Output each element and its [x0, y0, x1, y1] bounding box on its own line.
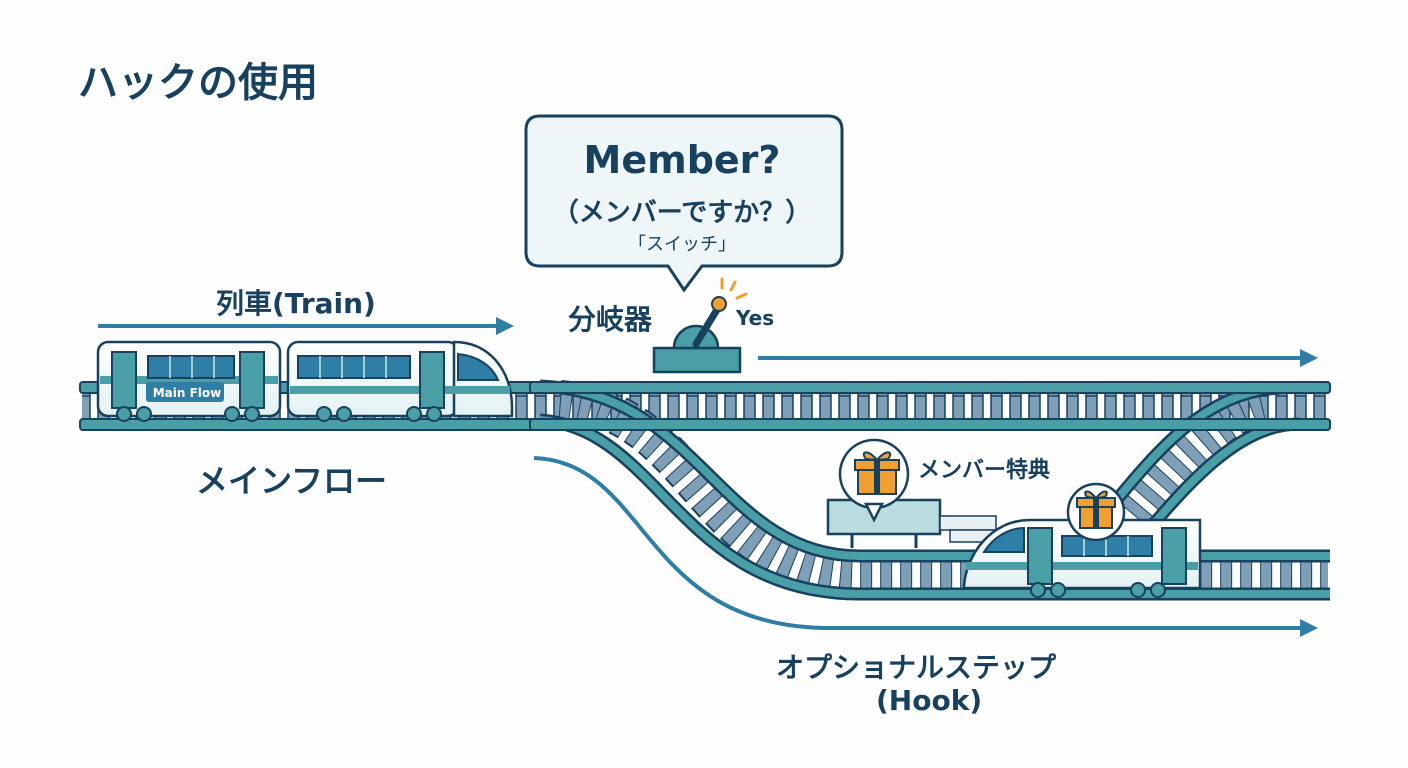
- switch-lever-icon: [652, 277, 748, 374]
- train-direction-arrow: [98, 317, 514, 335]
- speech-bubble: [524, 114, 844, 293]
- hook-flow-arrow: [533, 456, 1318, 637]
- bubble-question: Member?: [583, 138, 781, 182]
- bubble-question-ja: （メンバーですか？）: [552, 198, 812, 228]
- bubble-note: 「スイッチ」: [628, 234, 736, 255]
- train-icon: [96, 340, 514, 422]
- hook-branch-track: [529, 379, 1331, 601]
- switch-label: 分岐器: [568, 303, 653, 336]
- main-flow-arrow: [758, 349, 1318, 367]
- hook-label: (Hook): [876, 684, 983, 717]
- page-title: ハックの使用: [78, 60, 318, 106]
- lever-yes-label: Yes: [736, 306, 775, 330]
- switch-question-bubble: Member? （メンバーですか？） 「スイッチ」: [524, 116, 840, 264]
- member-perk-label: メンバー特典: [918, 458, 1051, 483]
- main-flow-label: メインフロー: [196, 462, 388, 500]
- optional-step-label: オプショナルステップ: [776, 651, 1057, 684]
- train-badge: Main Flow: [152, 386, 222, 400]
- gift-icon: [838, 438, 910, 523]
- train-label: 列車(Train): [216, 287, 376, 320]
- perk-billboard: [826, 498, 1001, 548]
- hook-train-icon: [962, 482, 1202, 598]
